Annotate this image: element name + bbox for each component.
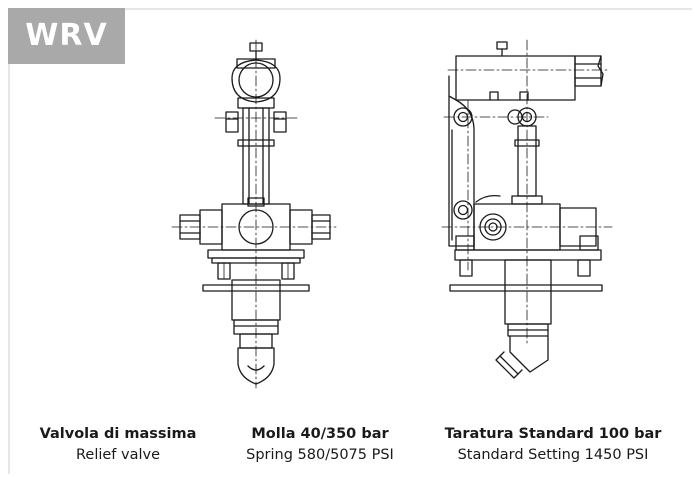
relief-valve-side-view bbox=[441, 39, 613, 379]
caption-title: Molla 40/350 bar bbox=[251, 426, 389, 442]
caption-title: Taratura Standard 100 bar bbox=[444, 426, 662, 442]
caption-standard-setting: Taratura Standard 100 bar Standard Setti… bbox=[428, 424, 678, 466]
diagram-frame bbox=[8, 8, 692, 474]
caption-subtitle: Standard Setting 1450 PSI bbox=[457, 447, 649, 463]
caption-subtitle: Relief valve bbox=[75, 447, 161, 463]
caption-title: Valvola di massima bbox=[39, 426, 197, 442]
relief-valve-front-view bbox=[171, 39, 337, 389]
product-code-badge: WRV bbox=[8, 8, 125, 64]
caption-relief-valve: Valvola di massima Relief valve bbox=[18, 424, 218, 466]
caption-spring: Molla 40/350 bar Spring 580/5075 PSI bbox=[222, 424, 418, 466]
caption-subtitle: Spring 580/5075 PSI bbox=[246, 447, 394, 463]
